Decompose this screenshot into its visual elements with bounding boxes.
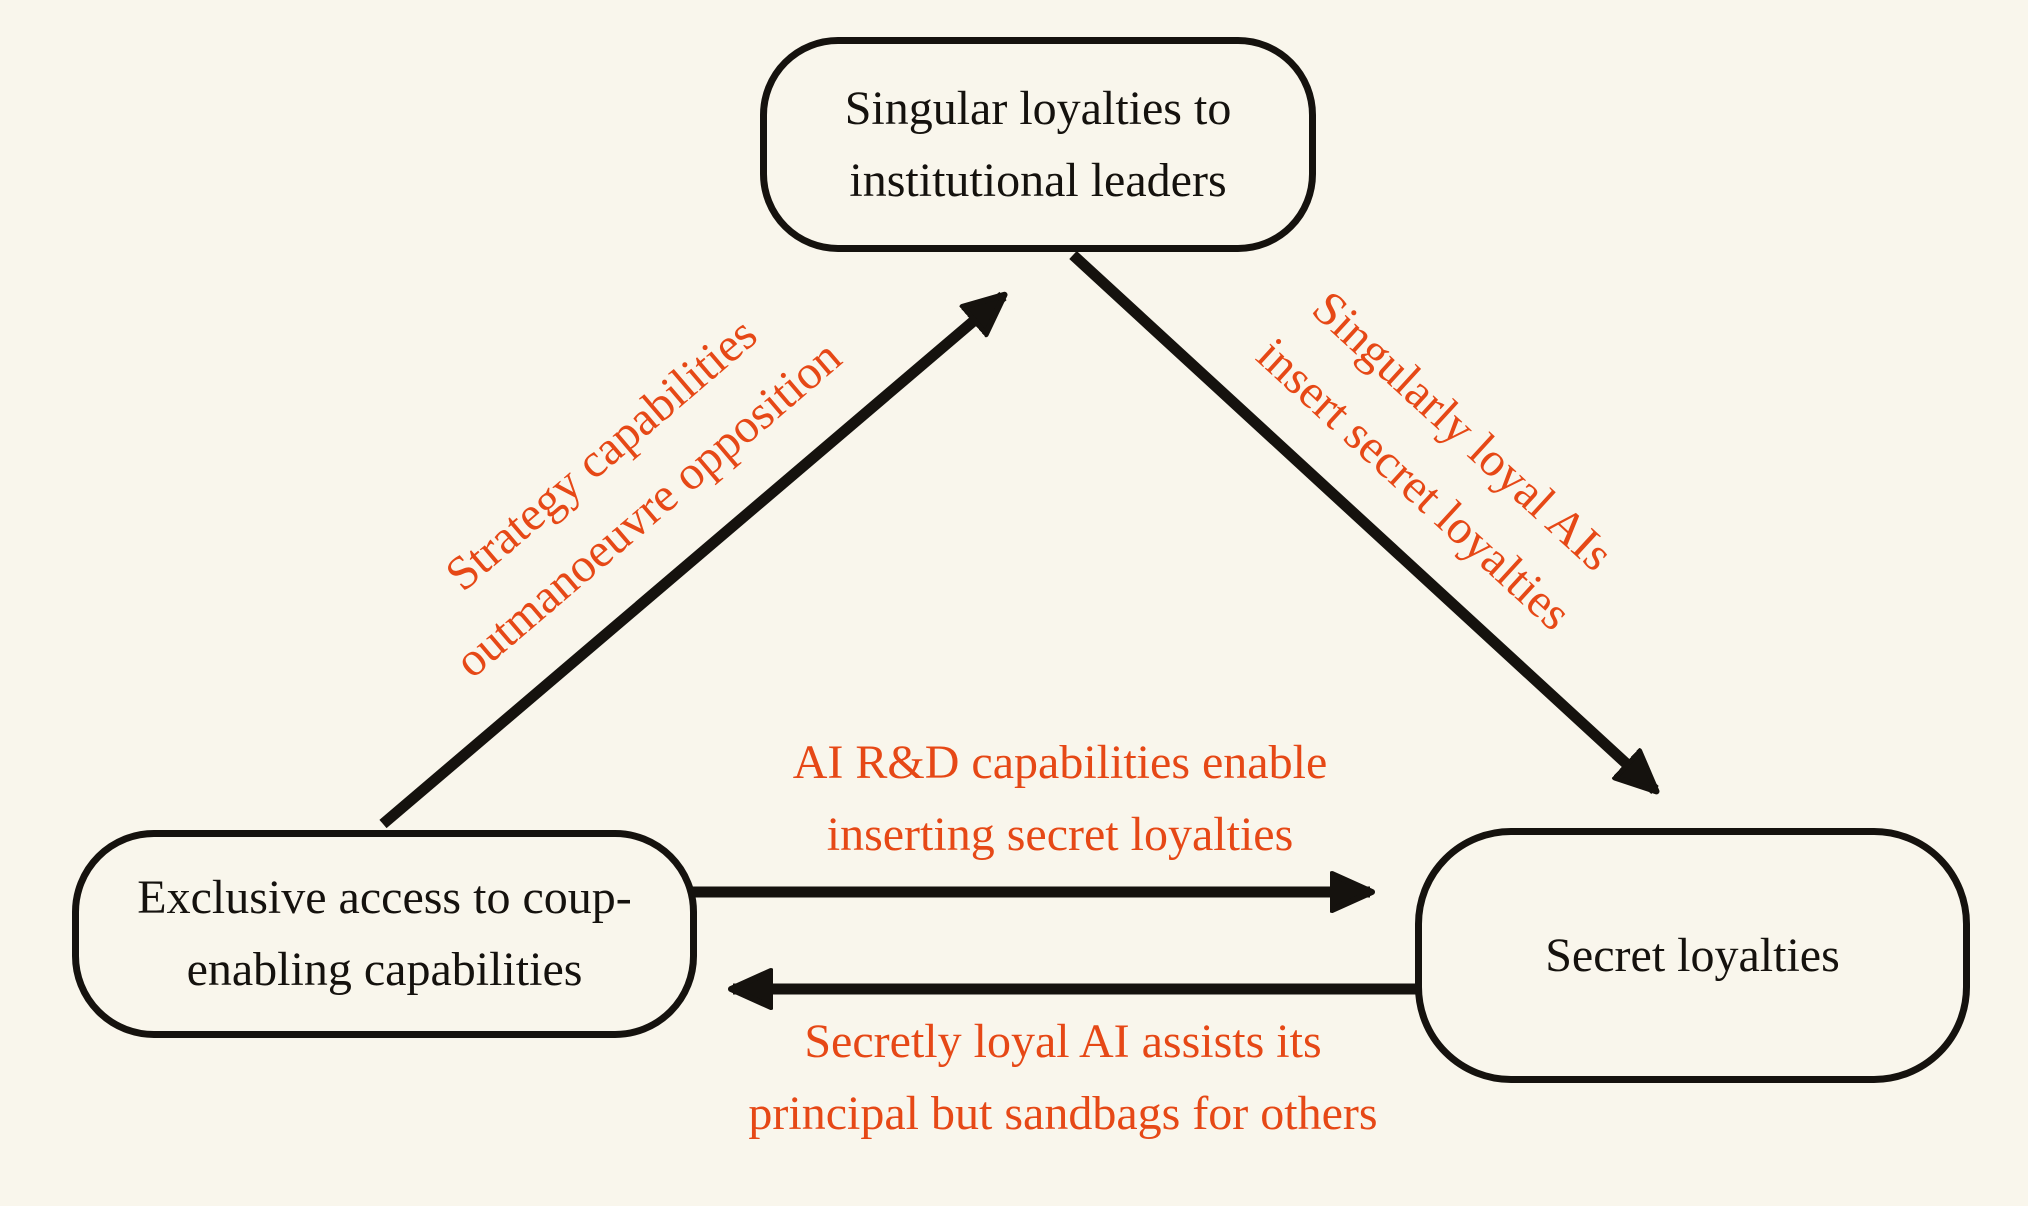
edge-label-sandbag-line1: Secretly loyal AI assists its [804,1015,1322,1068]
node-exclusive-access: Exclusive access to coup- enabling capab… [72,830,697,1038]
node-singular-loyalties-line1: Singular loyalties to [844,81,1232,135]
arrow-capabilities-to-singular [379,296,1003,829]
edge-label-sandbag-line2: principal but sandbags for others [748,1087,1378,1140]
edge-label-ai-rd-line2: inserting secret loyalties [826,808,1294,861]
node-singular-loyalties: Singular loyalties to institutional lead… [760,37,1316,252]
arrow-singular-to-secret [1069,250,1655,790]
edge-label-ai-rd-line1: AI R&D capabilities enable [792,736,1328,789]
node-secret-loyalties: Secret loyalties [1415,828,1970,1083]
node-exclusive-access-line2: enabling capabilities [186,943,583,996]
node-secret-loyalties-line1: Secret loyalties [1545,928,1840,982]
node-singular-loyalties-line2: institutional leaders [849,153,1227,207]
edge-label-sandbag: Secretly loyal AI assists its principal … [748,1006,1377,1150]
edge-label-ai-rd: AI R&D capabilities enable inserting sec… [793,727,1328,871]
node-exclusive-access-line1: Exclusive access to coup- [137,871,632,924]
